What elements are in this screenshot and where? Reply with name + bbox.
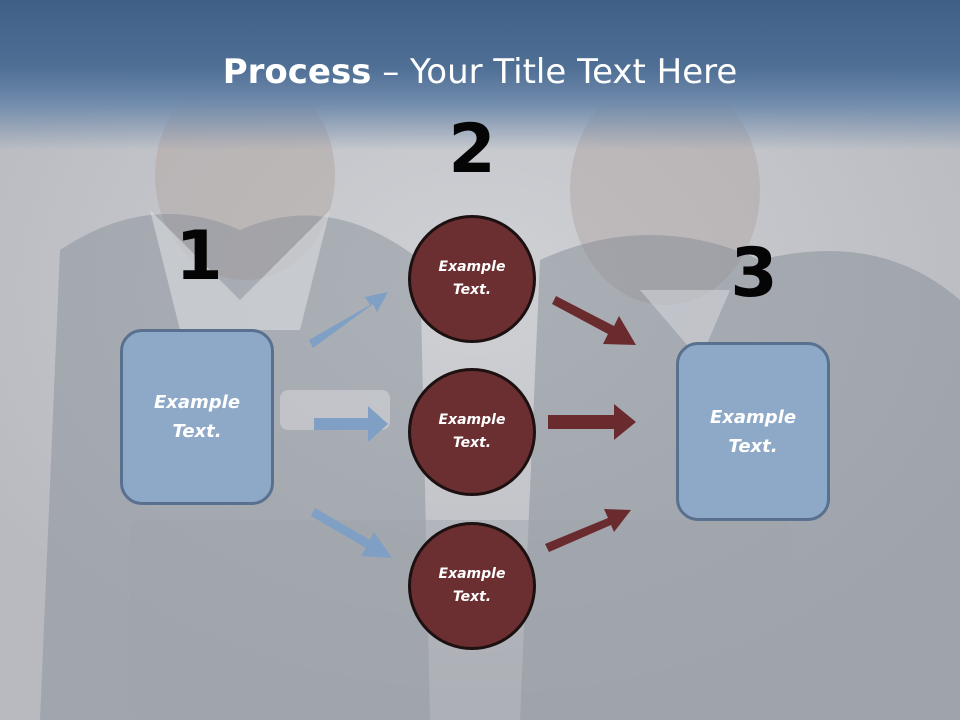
title-bold: Process [222,52,372,92]
circle-top-line2: Text. [452,282,492,298]
circle-top-line1: Example [438,259,506,275]
right-box-line1: Example [709,406,797,428]
left-box-line1: Example [153,392,241,413]
circle-bottom-line2: Text. [452,589,492,605]
red-arrow-right [548,404,636,440]
red-arrow-up [545,509,631,552]
blue-arrow-right [314,406,388,442]
circle-bottom-line1: Example [438,566,506,582]
step-number-3: 3 [730,234,778,313]
left-box-line2: Text. [172,421,222,442]
right-box-line2: Text. [728,435,778,457]
blue-arrow-down [311,508,392,558]
blue-arrow-up [309,292,388,348]
step-number-1: 1 [175,217,223,296]
step-number-2: 2 [448,110,496,189]
title-rest: – Your Title Text Here [371,52,738,92]
circle-middle-line1: Example [438,412,506,428]
header-band [0,0,960,150]
red-arrow-down [552,296,636,345]
slide-title: Process – Your Title Text Here [0,52,960,92]
circle-middle-line2: Text. [452,435,492,451]
